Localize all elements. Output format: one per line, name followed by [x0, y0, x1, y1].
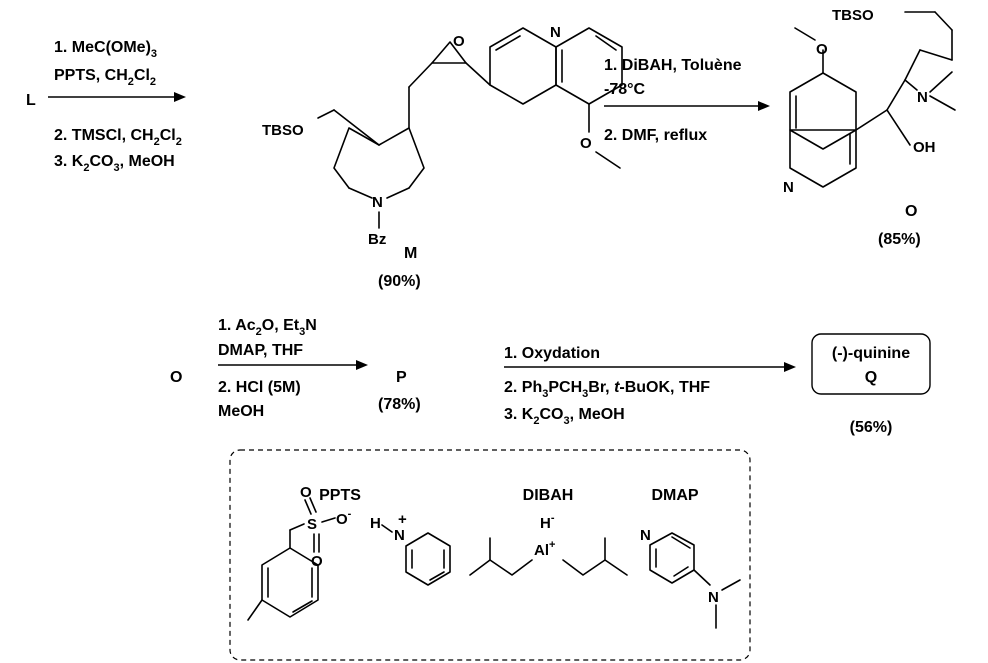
step2-conditions-below: 2. DMF, reflux — [604, 127, 707, 144]
compound-O-label: O — [905, 203, 917, 220]
step3-arrowhead — [356, 360, 368, 370]
svg-text:H: H — [370, 515, 381, 532]
svg-text:+: + — [398, 511, 407, 528]
step2-arrowhead — [758, 101, 770, 111]
step2-conditions-above: 1. DiBAH, Toluène -78°C — [604, 57, 742, 98]
compound-O-yield: (85%) — [878, 231, 921, 248]
step4-arrowhead — [784, 362, 796, 372]
svg-text:2. TMSCl, CH2Cl2: 2. TMSCl, CH2Cl2 — [54, 127, 182, 148]
svg-text:N: N — [550, 24, 561, 41]
step3-conditions-above: 1. Ac2O, Et3N DMAP, THF — [218, 317, 317, 359]
compound-O-structure: N O OH N TBSO — [783, 7, 956, 196]
svg-text:Bz: Bz — [368, 231, 386, 248]
svg-text:2. Ph3PCH3Br, t-BuOK, THF: 2. Ph3PCH3Br, t-BuOK, THF — [504, 379, 710, 400]
svg-text:N: N — [783, 179, 794, 196]
svg-text:TBSO: TBSO — [262, 122, 304, 139]
svg-text:-78°C: -78°C — [604, 81, 646, 98]
start-compound-L: L — [26, 92, 36, 109]
compound-M-yield: (90%) — [378, 273, 421, 290]
svg-text:TBSO: TBSO — [832, 7, 874, 24]
svg-text:H-: H- — [540, 512, 555, 532]
dmap-label: DMAP — [651, 487, 698, 504]
step4-conditions-above: 1. Oxydation — [504, 345, 600, 362]
svg-text:O: O — [580, 135, 592, 152]
ppts-structure: S O O O- H N + — [247, 484, 451, 621]
step4-conditions-below: 2. Ph3PCH3Br, t-BuOK, THF 3. K2CO3, MeOH — [504, 379, 710, 427]
svg-text:1. Ac2O, Et3N: 1. Ac2O, Et3N — [218, 317, 317, 338]
svg-text:N: N — [640, 527, 651, 544]
step1-arrowhead — [174, 92, 186, 102]
svg-text:N: N — [394, 527, 405, 544]
svg-text:3. K2CO3, MeOH: 3. K2CO3, MeOH — [54, 153, 175, 174]
svg-text:O-: O- — [336, 508, 352, 528]
svg-text:DMAP, THF: DMAP, THF — [218, 342, 303, 359]
compound-Q-box — [811, 333, 931, 395]
dibah-structure: H- Al+ — [469, 512, 628, 576]
svg-text:OH: OH — [913, 139, 936, 156]
svg-text:O: O — [453, 33, 465, 50]
svg-text:O: O — [816, 41, 828, 58]
dibah-label: DIBAH — [523, 487, 574, 504]
svg-text:N: N — [708, 589, 719, 606]
svg-text:Al+: Al+ — [534, 539, 555, 559]
svg-text:N: N — [917, 89, 928, 106]
dmap-structure: N N — [640, 527, 741, 629]
compound-P-label: P — [396, 369, 407, 386]
svg-text:O: O — [311, 553, 323, 570]
svg-text:1. MeC(OMe)3: 1. MeC(OMe)3 — [54, 39, 157, 60]
compound-Q-label: Q — [865, 369, 877, 386]
step1-conditions-above: 1. MeC(OMe)3 PPTS, CH2Cl2 — [54, 39, 157, 88]
step3-conditions-below: 2. HCl (5M) MeOH — [218, 379, 301, 420]
svg-text:N: N — [372, 194, 383, 211]
compound-M-label: M — [404, 245, 417, 262]
compound-M-structure: N Bz TBSO O N O — [262, 24, 623, 248]
ppts-label: PPTS — [319, 487, 361, 504]
svg-text:O: O — [300, 484, 312, 501]
svg-text:MeOH: MeOH — [218, 403, 264, 420]
start-compound-O: O — [170, 369, 182, 386]
compound-P-yield: (78%) — [378, 396, 421, 413]
compound-Q-name: (-)-quinine — [832, 345, 910, 362]
svg-text:PPTS, CH2Cl2: PPTS, CH2Cl2 — [54, 67, 156, 88]
compound-Q-yield: (56%) — [850, 419, 893, 436]
svg-text:S: S — [307, 516, 317, 533]
step1-conditions-below: 2. TMSCl, CH2Cl2 3. K2CO3, MeOH — [54, 127, 182, 174]
svg-text:2. HCl (5M): 2. HCl (5M) — [218, 379, 301, 396]
svg-text:1. DiBAH, Toluène: 1. DiBAH, Toluène — [604, 57, 742, 74]
svg-text:3. K2CO3, MeOH: 3. K2CO3, MeOH — [504, 406, 625, 427]
